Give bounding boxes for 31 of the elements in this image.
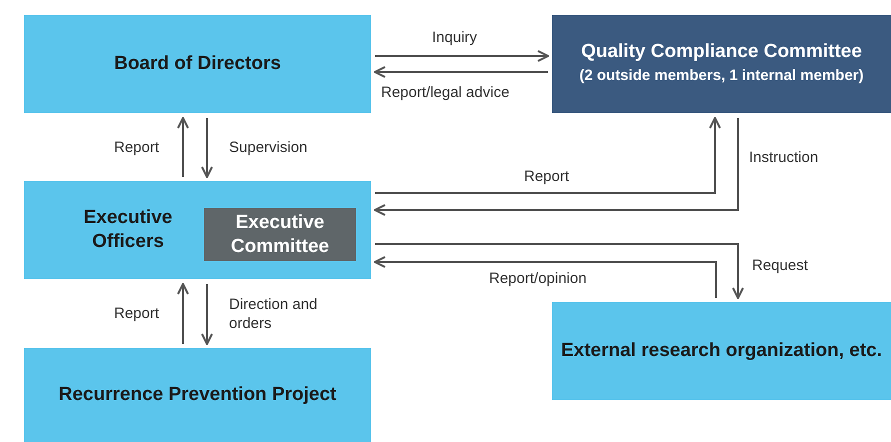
edge-label: Report xyxy=(114,305,160,324)
edge-label: Report xyxy=(114,139,160,158)
arrow xyxy=(177,117,189,177)
project-box xyxy=(24,348,371,442)
edge-label: Report/opinion xyxy=(489,270,587,289)
arrow xyxy=(201,284,213,345)
arrow xyxy=(375,243,744,299)
node-title: Executive Officers xyxy=(82,206,174,254)
edge-label: Report xyxy=(524,168,570,187)
research-box xyxy=(552,302,891,400)
node-title: Quality Compliance Committee xyxy=(580,40,863,64)
node-title: Recurrence Prevention Project xyxy=(58,383,338,407)
arrow xyxy=(375,50,549,62)
arrow xyxy=(374,256,717,298)
arrow xyxy=(374,118,739,216)
officers-box xyxy=(24,181,371,279)
edge-label: Supervision xyxy=(229,139,308,158)
executive-committee-box xyxy=(204,208,356,261)
edge-label: Inquiry xyxy=(432,29,478,48)
board-box xyxy=(24,15,371,113)
arrow xyxy=(375,117,721,194)
node-subtitle: (2 outside members, 1 internal member) xyxy=(578,66,865,86)
committee-box xyxy=(552,15,891,113)
node-title: Executive Committee xyxy=(230,210,330,258)
edge-label: Report/legal advice xyxy=(381,84,510,103)
arrow xyxy=(201,118,213,178)
node-title: Board of Directors xyxy=(113,52,282,76)
node-title: External research organization, etc. xyxy=(560,339,883,363)
arrow xyxy=(177,283,189,344)
edge-label: Request xyxy=(752,257,808,276)
arrow xyxy=(374,66,548,78)
